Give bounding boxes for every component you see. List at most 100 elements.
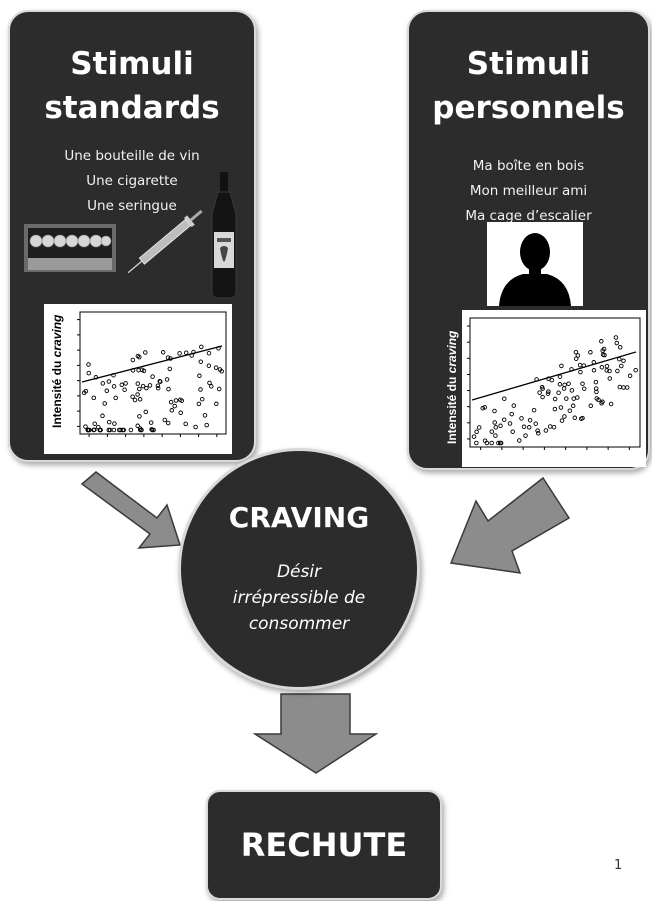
- scatter-point: [139, 427, 144, 433]
- scatter-point: [545, 391, 551, 396]
- list-item: Une seringue: [87, 198, 177, 214]
- scatter-point: [213, 365, 219, 370]
- scatter-point: [510, 429, 515, 434]
- scatter-point: [141, 368, 147, 374]
- scatter-point: [206, 363, 212, 368]
- scatter-point: [588, 350, 593, 355]
- scatter-point: [536, 431, 541, 436]
- scatter-point: [106, 419, 112, 425]
- relapse-label: RECHUTE: [240, 826, 408, 864]
- scatter-point: [113, 395, 118, 401]
- scatter-point: [588, 403, 594, 409]
- list-item: Ma cage d’escalier: [465, 208, 592, 224]
- scatter-point: [81, 390, 87, 396]
- scatter-point: [482, 438, 488, 443]
- scatter-point: [627, 373, 633, 379]
- scatter-point: [501, 417, 507, 422]
- scatter-point: [615, 368, 620, 374]
- scatter-point: [489, 429, 495, 434]
- scatter-point: [183, 421, 188, 427]
- scatter-point: [619, 363, 624, 369]
- scatter-point: [535, 428, 540, 433]
- scatter-point: [507, 421, 513, 426]
- scatter-point: [111, 427, 117, 433]
- syringe-icon: [127, 209, 203, 274]
- scatter-point: [132, 397, 138, 403]
- scatter-point: [523, 433, 528, 438]
- title-line-1: Stimuli: [466, 46, 591, 82]
- scatter-point: [621, 358, 626, 364]
- scatter-point: [104, 388, 110, 394]
- scatter-point: [135, 423, 140, 429]
- scatter-point: [162, 417, 168, 423]
- scatter-point: [573, 349, 579, 355]
- scatter-point: [493, 433, 498, 438]
- scatter-point: [498, 423, 503, 429]
- scatter-point: [169, 408, 175, 413]
- scatter-point: [578, 369, 583, 375]
- scatter-point: [166, 386, 171, 392]
- scatter-point: [556, 390, 561, 395]
- scatter-point: [102, 401, 107, 406]
- scatter-point: [527, 417, 533, 423]
- scatter-point: [130, 357, 136, 363]
- scatter-point: [624, 385, 630, 390]
- arrow-left-to-craving: [80, 471, 182, 549]
- scatter-point: [202, 413, 208, 418]
- scatter-point: [617, 345, 623, 350]
- scatter-point: [204, 422, 209, 428]
- scatter-point: [531, 407, 537, 413]
- scatter-point: [149, 427, 154, 432]
- scatter-point: [569, 388, 575, 393]
- scatter-point: [552, 406, 558, 412]
- scatter-point: [562, 414, 567, 419]
- scatter-point: [561, 386, 567, 391]
- scatter-point: [92, 421, 97, 426]
- scatter-point: [540, 394, 545, 400]
- scatter-point: [546, 389, 551, 394]
- scatter-point: [593, 379, 599, 385]
- scatter-point: [155, 385, 161, 391]
- scatter-point: [177, 397, 183, 403]
- scatter-point: [492, 408, 497, 414]
- scatter-point: [135, 353, 141, 359]
- scatter-point: [591, 368, 597, 373]
- scatter-point: [199, 344, 204, 350]
- scatter-point: [172, 403, 177, 409]
- scatter-point: [564, 396, 569, 401]
- scatter-point: [533, 421, 538, 426]
- scatter-point: [602, 352, 607, 358]
- scatter-point: [216, 386, 222, 392]
- scatter-point: [214, 401, 219, 407]
- scatter-point: [552, 396, 558, 402]
- plot-y-axis-label: Intensité du craving: [50, 314, 64, 428]
- scatter-point: [572, 415, 578, 421]
- standard-stimuli-title: Stimuli standards: [10, 42, 254, 130]
- scatter-point: [471, 434, 477, 439]
- scatter-point: [580, 381, 585, 386]
- scatter-point: [562, 382, 567, 388]
- scatter-point: [193, 424, 198, 430]
- scatter-point: [599, 364, 605, 370]
- scatter-point: [580, 415, 585, 421]
- scatter-point: [526, 425, 532, 430]
- scatter-point: [106, 379, 112, 384]
- scatter-point: [86, 370, 92, 376]
- list-item: Ma boîte en bois: [472, 158, 585, 174]
- scatter-point: [519, 416, 524, 421]
- description-line: irrépressible de: [232, 588, 366, 608]
- scatter-point: [137, 386, 142, 392]
- page-number: 1: [614, 858, 623, 873]
- scatter-point: [143, 409, 149, 415]
- scatter-point: [168, 399, 174, 405]
- scatter-point: [100, 413, 105, 419]
- title-line-2: personnels: [432, 90, 625, 126]
- relapse-box: RECHUTE: [206, 790, 442, 900]
- craving-circle: CRAVING Désir irrépressible de consommer: [178, 448, 420, 690]
- standard-stimuli-panel: Stimuli standards Une bouteille de vin U…: [8, 10, 256, 462]
- scatter-point: [517, 438, 522, 443]
- scatter-point: [198, 387, 203, 392]
- arrow-right-to-craving: [449, 476, 571, 574]
- scatter-point: [521, 424, 527, 430]
